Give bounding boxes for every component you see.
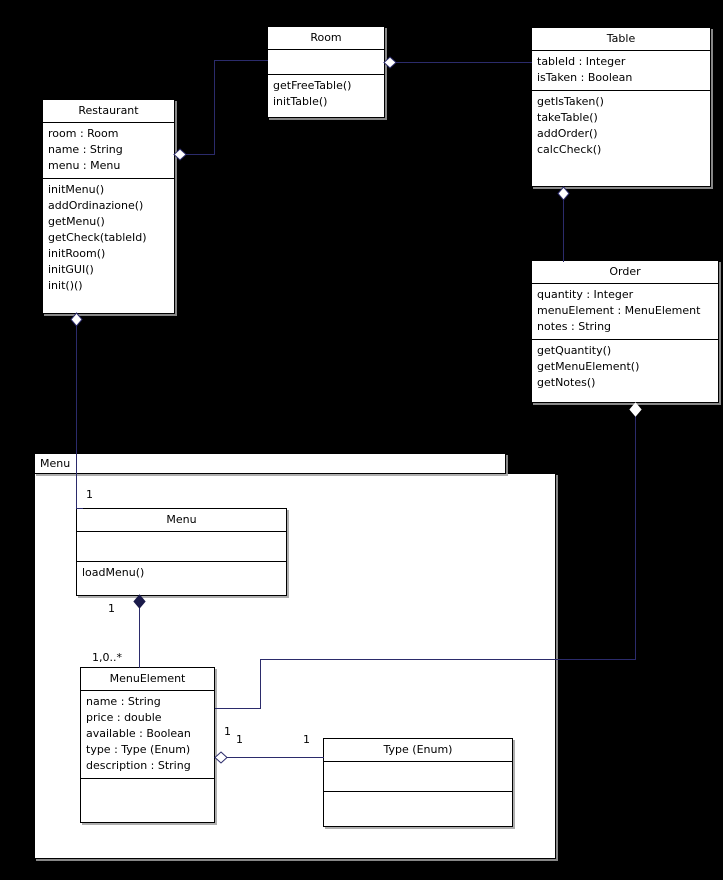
- class-operations-room: getFreeTable() initTable(): [268, 75, 384, 114]
- class-attribute: price : double: [86, 711, 162, 724]
- assoc-table-order-hollow-diamond: [557, 186, 570, 201]
- class-operation: getNotes(): [537, 376, 596, 389]
- package-label-menu: Menu: [35, 454, 77, 473]
- assoc-restaurant-room-hollow-diamond: [173, 148, 187, 161]
- class-operation: initGUI(): [48, 263, 94, 276]
- assoc-restaurant-menu-seg-v: [76, 322, 77, 508]
- class-attribute: available : Boolean: [86, 727, 191, 740]
- assoc-menuelement-type-hollow-diamond: [214, 751, 228, 764]
- assoc-order-menuelement-seg-h1: [260, 659, 636, 660]
- class-box-room[interactable]: Room getFreeTable() initTable(): [267, 26, 385, 118]
- class-attribute: tableId : Integer: [537, 55, 626, 68]
- class-title-menu: Menu: [77, 509, 286, 532]
- class-operation: calcCheck(): [537, 143, 602, 156]
- class-operation: initMenu(): [48, 183, 105, 196]
- class-attribute: type : Type (Enum): [86, 743, 191, 756]
- class-operation: initRoom(): [48, 247, 106, 260]
- class-box-type-enum[interactable]: Type (Enum): [323, 738, 513, 827]
- class-operation: takeTable(): [537, 111, 598, 124]
- assoc-restaurant-room-seg-v: [214, 60, 215, 155]
- class-attribute: menuElement : MenuElement: [537, 304, 701, 317]
- assoc-restaurant-menu-seg-h: [76, 508, 83, 509]
- class-operation: loadMenu(): [82, 566, 145, 579]
- package-tab-menu: Menu: [34, 453, 506, 474]
- class-operation: getQuantity(): [537, 344, 612, 357]
- class-operations-menu: loadMenu(): [77, 562, 286, 585]
- multiplicity-type-enum-left: 1: [303, 733, 310, 746]
- class-operations-type-enum: [324, 792, 512, 826]
- class-box-restaurant[interactable]: Restaurant room : Room name : String men…: [42, 99, 175, 314]
- assoc-restaurant-room-seg-h1: [184, 154, 215, 155]
- class-attribute: notes : String: [537, 320, 612, 333]
- assoc-order-menuelement-seg-v2: [260, 659, 261, 709]
- assoc-menuelement-type-seg-h: [226, 757, 324, 758]
- multiplicity-menu-top: 1: [86, 488, 93, 501]
- assoc-restaurant-room-seg-h2: [214, 60, 268, 61]
- multiplicity-menuelement-top: 1,0..*: [92, 651, 122, 664]
- class-title-room: Room: [268, 27, 384, 50]
- class-operations-order: getQuantity() getMenuElement() getNotes(…: [532, 340, 718, 395]
- class-box-table[interactable]: Table tableId : Integer isTaken : Boolea…: [531, 27, 711, 187]
- assoc-room-table-seg-h: [394, 62, 532, 63]
- class-operation: getIsTaken(): [537, 95, 604, 108]
- class-operations-menuelement: [81, 779, 214, 809]
- class-attribute: description : String: [86, 759, 191, 772]
- class-attribute: quantity : Integer: [537, 288, 634, 301]
- class-attributes-menuelement: name : String price : double available :…: [81, 691, 214, 779]
- class-attributes-room: [268, 50, 384, 75]
- class-operation: initTable(): [273, 95, 328, 108]
- class-attributes-menu: [77, 532, 286, 562]
- class-operation: init()(): [48, 279, 83, 292]
- class-operations-restaurant: initMenu() addOrdinazione() getMenu() ge…: [43, 179, 174, 298]
- multiplicity-menuelement-assoc: 1: [236, 733, 243, 746]
- class-attribute: name : String: [86, 695, 161, 708]
- class-operation: getCheck(tableId): [48, 231, 147, 244]
- assoc-order-menuelement-seg-v1: [635, 412, 636, 660]
- class-attributes-order: quantity : Integer menuElement : MenuEle…: [532, 284, 718, 340]
- class-attribute: room : Room: [48, 127, 119, 140]
- class-attribute: name : String: [48, 143, 123, 156]
- class-box-menuelement[interactable]: MenuElement name : String price : double…: [80, 667, 215, 823]
- assoc-menu-menuelement-seg-v: [139, 604, 140, 668]
- class-box-order[interactable]: Order quantity : Integer menuElement : M…: [531, 260, 719, 403]
- class-operation: getFreeTable(): [273, 79, 352, 92]
- class-title-type-enum: Type (Enum): [324, 739, 512, 762]
- assoc-order-menuelement-seg-h2: [215, 708, 261, 709]
- class-title-table: Table: [532, 28, 710, 51]
- assoc-order-menuelement-filled-diamond: [629, 402, 642, 417]
- assoc-menu-menuelement-filled-diamond: [133, 594, 146, 609]
- class-title-restaurant: Restaurant: [43, 100, 174, 123]
- class-title-order: Order: [532, 261, 718, 284]
- assoc-restaurant-menu-hollow-diamond: [70, 312, 83, 327]
- class-attribute: isTaken : Boolean: [537, 71, 633, 84]
- class-operation: addOrder(): [537, 127, 598, 140]
- assoc-table-order-seg-v: [563, 196, 564, 262]
- multiplicity-menu-bottom: 1: [108, 602, 115, 615]
- class-box-menu[interactable]: Menu loadMenu(): [76, 508, 287, 596]
- class-operations-table: getIsTaken() takeTable() addOrder() calc…: [532, 91, 710, 162]
- multiplicity-menuelement-right: 1: [224, 725, 231, 738]
- assoc-room-table-hollow-diamond: [383, 56, 397, 69]
- class-operation: getMenu(): [48, 215, 105, 228]
- class-title-menuelement: MenuElement: [81, 668, 214, 691]
- class-operation: getMenuElement(): [537, 360, 640, 373]
- class-attributes-type-enum: [324, 762, 512, 792]
- class-operation: addOrdinazione(): [48, 199, 144, 212]
- class-attributes-table: tableId : Integer isTaken : Boolean: [532, 51, 710, 91]
- class-attributes-restaurant: room : Room name : String menu : Menu: [43, 123, 174, 179]
- class-attribute: menu : Menu: [48, 159, 121, 172]
